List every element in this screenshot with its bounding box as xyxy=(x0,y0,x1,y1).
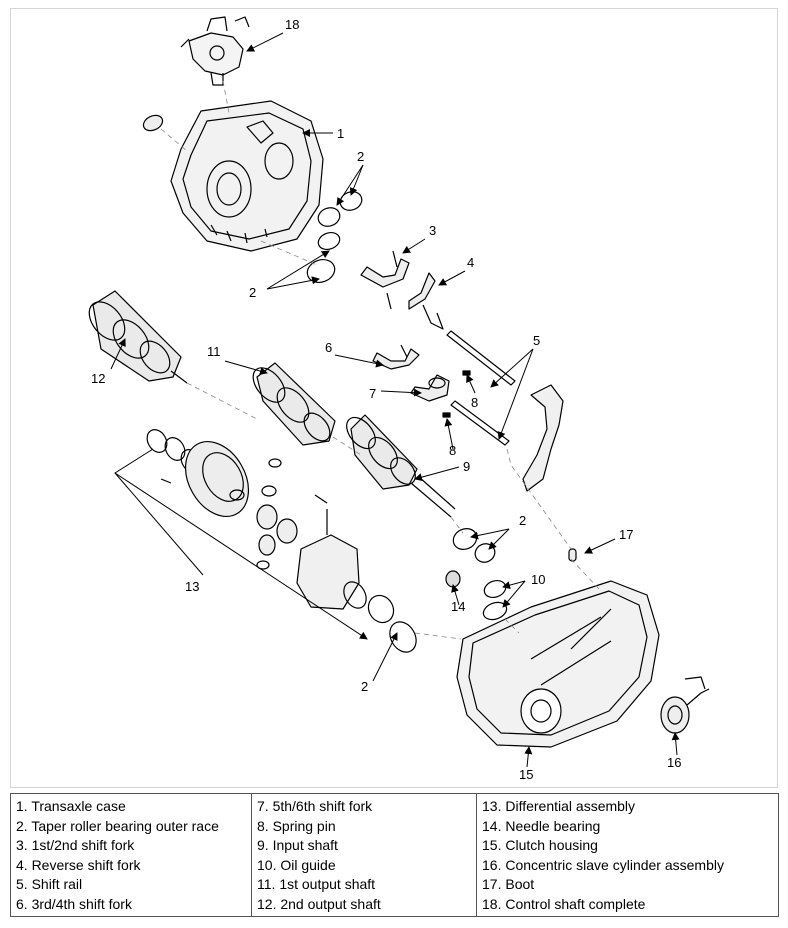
assembly-guide-lines xyxy=(160,80,600,640)
legend-item: 16. Concentric slave cylinder assembly xyxy=(482,856,724,873)
legend-item: 15. Clutch housing xyxy=(482,837,598,853)
clutch-housing-part xyxy=(456,580,660,748)
legend-item: 10. Oil guide xyxy=(257,856,336,873)
legend-item: 17. Boot xyxy=(482,876,535,892)
legend-item: 2. Taper roller bearing outer race xyxy=(16,817,219,834)
parts-legend-table: 1. Transaxle case 2. Taper roller bearin… xyxy=(10,793,779,917)
seal-ring-part xyxy=(142,114,164,132)
boot-part xyxy=(568,548,577,562)
legend-item: 12. 2nd output shaft xyxy=(257,895,381,912)
spring-pin-part xyxy=(442,412,451,418)
input-shaft-part xyxy=(346,414,456,518)
callout-labels: 18 1 2 2 3 4 5 6 7 8 8 9 2 10 11 12 13 1… xyxy=(91,17,681,782)
second-output-shaft-part xyxy=(88,290,188,384)
legend-item: 7. 5th/6th shift fork xyxy=(257,798,373,814)
callout-10: 10 xyxy=(531,572,545,587)
callout-16: 16 xyxy=(667,755,681,770)
leader-lines xyxy=(110,32,680,768)
bearing-races-top xyxy=(306,191,363,283)
legend-item: 18. Control shaft complete xyxy=(482,895,646,912)
callout-2: 2 xyxy=(357,149,364,164)
legend-item: 4. Reverse shift fork xyxy=(16,856,141,873)
transaxle-exploded-diagram: 18 1 2 2 3 4 5 6 7 8 8 9 2 10 11 12 13 1… xyxy=(88,16,710,782)
callout-9: 9 xyxy=(463,459,470,474)
legend-column-2: 7. 5th/6th shift fork 8. Spring pin 9. I… xyxy=(251,793,477,917)
legend-item: 8. Spring pin xyxy=(257,817,336,834)
transaxle-case-part xyxy=(170,100,324,252)
legend-item: 13. Differential assembly xyxy=(482,798,636,814)
legend-column-1: 1. Transaxle case 2. Taper roller bearin… xyxy=(10,793,252,917)
control-shaft-part xyxy=(180,16,250,86)
legend-row: 1. Transaxle case 2. Taper roller bearin… xyxy=(10,793,779,917)
callout-3: 3 xyxy=(429,223,436,238)
callout-15: 15 xyxy=(519,767,533,782)
bearing-races-mid xyxy=(452,528,496,563)
callout-8: 8 xyxy=(449,443,456,458)
callout-17: 17 xyxy=(619,527,633,542)
shift-rails-part xyxy=(446,330,564,492)
legend-item: 9. Input shaft xyxy=(257,837,338,853)
legend-item: 3. 1st/2nd shift fork xyxy=(16,837,135,853)
callout-13: 13 xyxy=(185,579,199,594)
oil-guide-part xyxy=(482,579,508,621)
legend-item: 6. 3rd/4th shift fork xyxy=(16,895,132,912)
legend-item: 14. Needle bearing xyxy=(482,817,601,834)
callout-2: 2 xyxy=(361,679,368,694)
needle-bearing-part xyxy=(445,570,461,588)
callout-7: 7 xyxy=(369,386,376,401)
differential-assembly-part xyxy=(146,429,417,653)
callout-6: 6 xyxy=(325,340,332,355)
callout-2: 2 xyxy=(249,285,256,300)
slave-cylinder-part xyxy=(660,676,710,734)
legend-item: 1. Transaxle case xyxy=(16,798,126,814)
callout-2: 2 xyxy=(519,513,526,528)
callout-1: 1 xyxy=(337,126,344,141)
callout-18: 18 xyxy=(285,17,299,32)
callout-8: 8 xyxy=(471,395,478,410)
shift-forks-group xyxy=(360,250,450,402)
callout-5: 5 xyxy=(533,333,540,348)
first-output-shaft-part xyxy=(252,362,336,446)
callout-12: 12 xyxy=(91,371,105,386)
callout-14: 14 xyxy=(451,599,465,614)
spring-pin-part xyxy=(462,370,471,376)
callout-4: 4 xyxy=(467,255,474,270)
legend-item: 5. Shift rail xyxy=(16,876,83,892)
exploded-view-figure: 18 1 2 2 3 4 5 6 7 8 8 9 2 10 11 12 13 1… xyxy=(10,8,778,788)
legend-column-3: 13. Differential assembly 14. Needle bea… xyxy=(476,793,779,917)
legend-item: 11. 1st output shaft xyxy=(257,876,376,892)
callout-11: 11 xyxy=(207,344,221,359)
